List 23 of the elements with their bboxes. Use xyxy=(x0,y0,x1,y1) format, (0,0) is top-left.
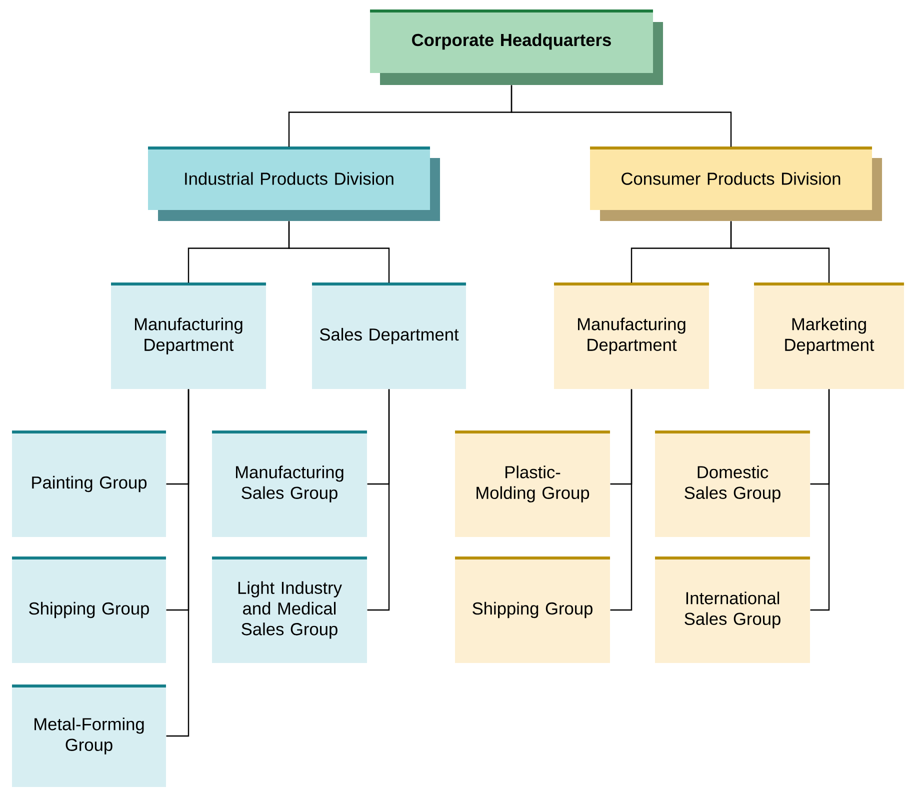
connector-line xyxy=(510,85,732,147)
department-box: Manufacturing Department xyxy=(111,282,266,389)
group-box: Shipping Group xyxy=(455,556,610,663)
connector-line xyxy=(730,221,830,283)
group-box: Shipping Group xyxy=(12,556,166,663)
group-box: International Sales Group xyxy=(655,556,810,663)
headquarters-box: Corporate Headquarters xyxy=(370,10,663,85)
connector-line xyxy=(810,389,830,611)
connector-line xyxy=(288,221,390,283)
division-box: Consumer Products Division xyxy=(590,146,882,221)
group-box: Metal-Forming Group xyxy=(12,684,166,787)
connector-line xyxy=(367,389,390,611)
department-box: Sales Department xyxy=(312,282,466,389)
connector-line xyxy=(166,389,190,737)
group-box: Plastic-Molding Group xyxy=(455,430,610,537)
connector-line xyxy=(610,389,632,611)
group-box: Light Industry and Medical Sales Group xyxy=(212,556,367,663)
department-box: Manufacturing Department xyxy=(554,282,709,389)
group-box: Domestic Sales Group xyxy=(655,430,810,537)
group-box: Painting Group xyxy=(12,430,166,537)
division-box: Industrial Products Division xyxy=(148,146,440,221)
department-box: Marketing Department xyxy=(754,282,904,389)
group-box: Manufacturing Sales Group xyxy=(212,430,367,537)
